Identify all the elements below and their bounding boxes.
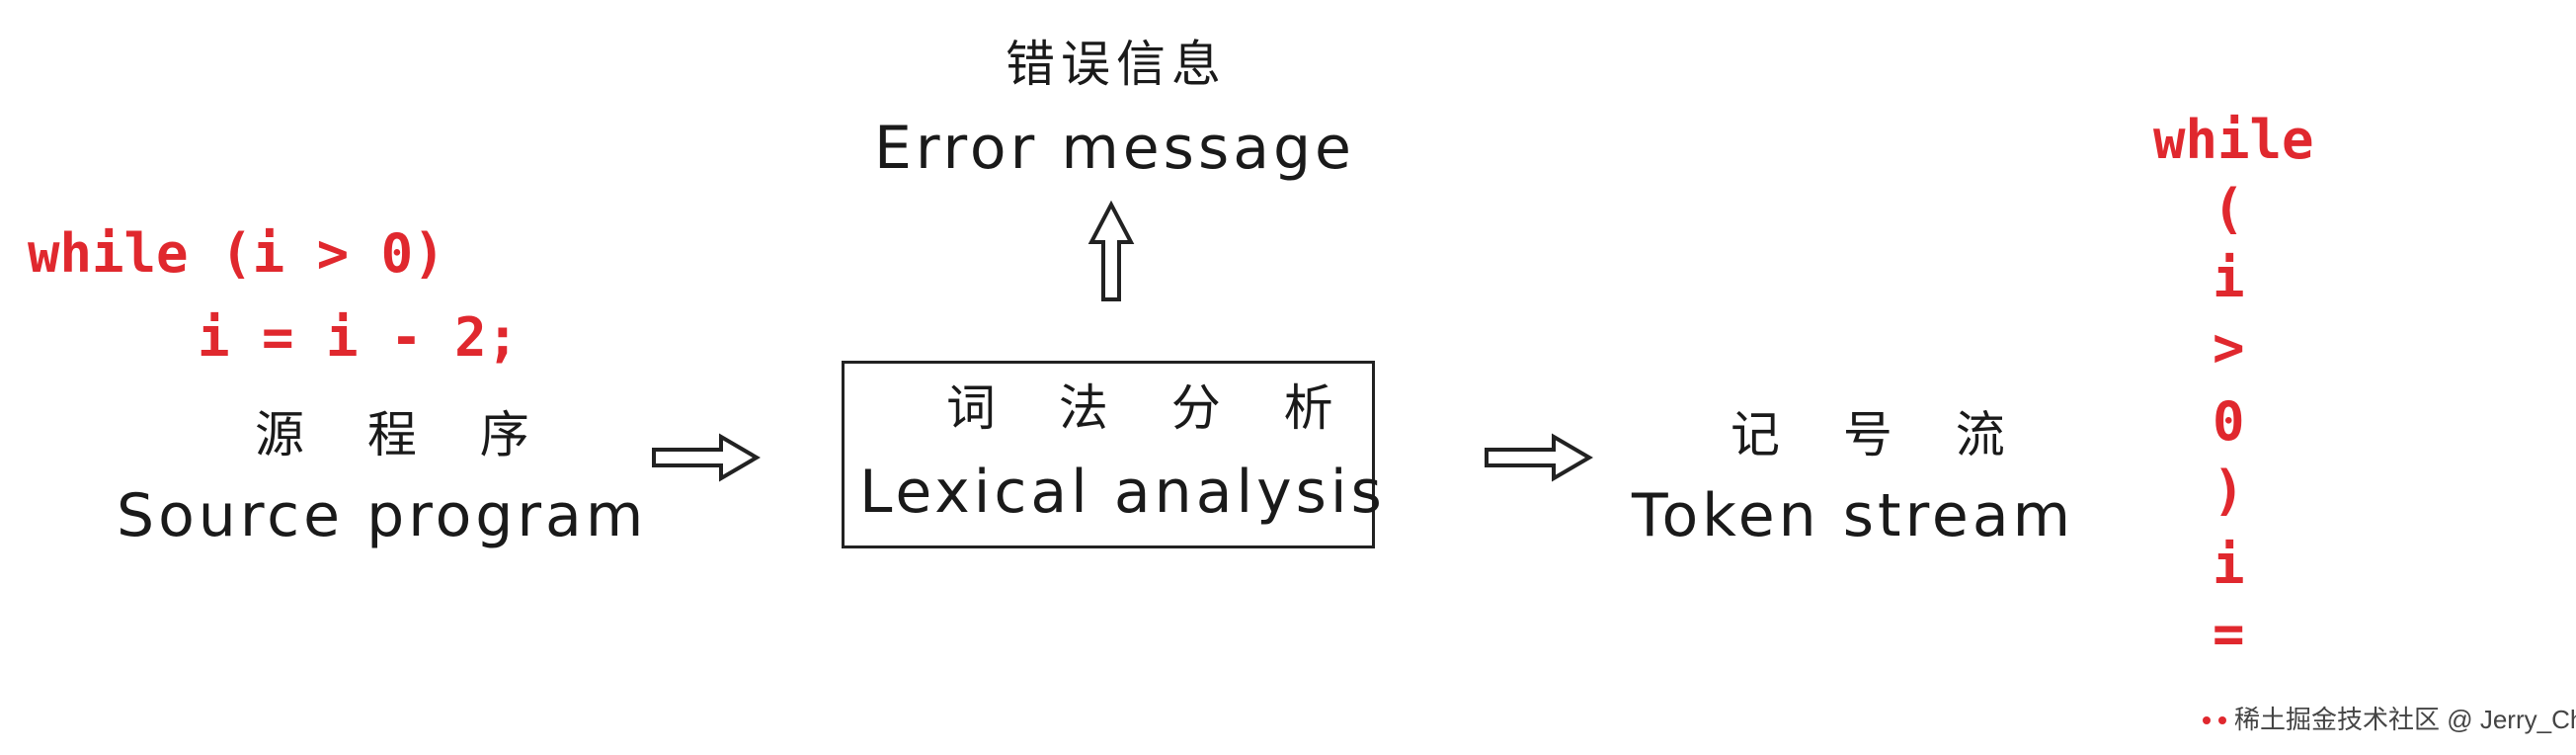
lexical-analysis-cn: 词 法 分 析 <box>946 379 1357 437</box>
source-code-line2: i = i - 2; <box>198 306 520 369</box>
up-arrow-icon <box>1087 200 1135 301</box>
token-stream-cn: 记 号 流 <box>1731 406 2029 463</box>
lexical-analysis-box <box>842 361 1375 548</box>
source-program-cn: 源 程 序 <box>255 406 553 463</box>
token-item: > <box>2213 316 2245 378</box>
source-program-en: Source program <box>117 481 648 550</box>
token-item: while <box>2153 109 2314 171</box>
error-message-cn: 错误信息 <box>1006 36 1227 93</box>
token-stream-en: Token stream <box>1632 481 2075 550</box>
token-item: = <box>2213 603 2245 665</box>
ellipsis-dots <box>2203 716 2226 724</box>
token-item: i <box>2213 534 2245 596</box>
error-message-en: Error message <box>874 114 1355 183</box>
right-arrow-icon <box>652 433 761 482</box>
token-item: ) <box>2213 460 2245 522</box>
lexical-analysis-en: Lexical analysis <box>859 458 1386 527</box>
watermark: 稀土掘金技术社区 @ Jerry_Chan <box>2234 705 2576 734</box>
token-item: 0 <box>2213 390 2245 453</box>
token-item: ( <box>2213 178 2245 240</box>
source-code-line1: while (i > 0) <box>28 222 445 285</box>
right-arrow-icon <box>1485 433 1593 482</box>
token-item: i <box>2213 247 2245 309</box>
